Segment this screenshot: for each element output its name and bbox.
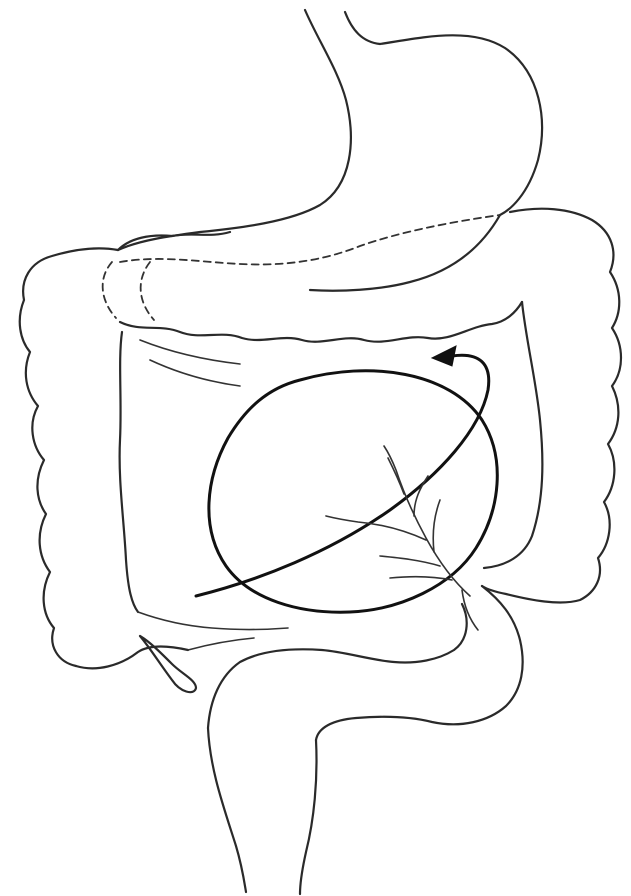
ascending-colon-outer-edge — [20, 248, 118, 666]
descending-colon-inner-edge — [484, 302, 542, 568]
ascending-colon — [20, 248, 188, 668]
rectum — [208, 728, 317, 894]
sigmoid-colon-upper-edge — [316, 586, 523, 740]
transverse-colon — [103, 232, 522, 342]
vessel-branch-3 — [390, 577, 452, 580]
appendix — [140, 636, 196, 692]
vessel-branch-5 — [433, 500, 440, 552]
hepatic-flexure-folds — [140, 340, 240, 386]
small-intestine-loop — [209, 371, 497, 612]
stomach — [118, 10, 542, 291]
sigmoid-colon — [208, 586, 523, 740]
descending-colon-outer-edge — [482, 209, 621, 603]
fold-line-1 — [140, 340, 240, 364]
rotation-arrow-head — [432, 346, 456, 366]
vessel-branch-6 — [388, 458, 404, 494]
transverse-colon-lower-edge — [120, 302, 522, 342]
stomach-hidden-curvature — [120, 215, 500, 264]
rectum-left-edge — [208, 728, 246, 892]
transverse-colon-upper-edge — [118, 232, 230, 250]
connecting-line-1 — [138, 612, 288, 630]
stomach-outline-right — [345, 12, 542, 215]
vessel-branch-2 — [380, 556, 440, 566]
rotation-arrow-shaft — [196, 355, 489, 596]
transverse-colon-hidden-haustra-1 — [103, 262, 116, 318]
sigmoid-colon-lower-edge — [208, 604, 467, 728]
cecum-base — [76, 647, 188, 669]
connecting-line-2 — [188, 638, 254, 650]
appendix-outline — [140, 636, 196, 692]
rectum-right-edge — [300, 740, 317, 894]
vessel-main-trunk — [384, 446, 470, 596]
rotation-arrow — [196, 346, 489, 596]
fold-line-2 — [150, 360, 240, 386]
descending-colon — [482, 209, 621, 603]
transverse-colon-hidden-haustra-2 — [141, 262, 154, 320]
ascending-colon-inner-edge — [120, 332, 138, 612]
stomach-outline-left — [118, 10, 351, 250]
small-intestine-circle — [209, 371, 497, 612]
cecal-connecting-lines — [138, 612, 288, 650]
